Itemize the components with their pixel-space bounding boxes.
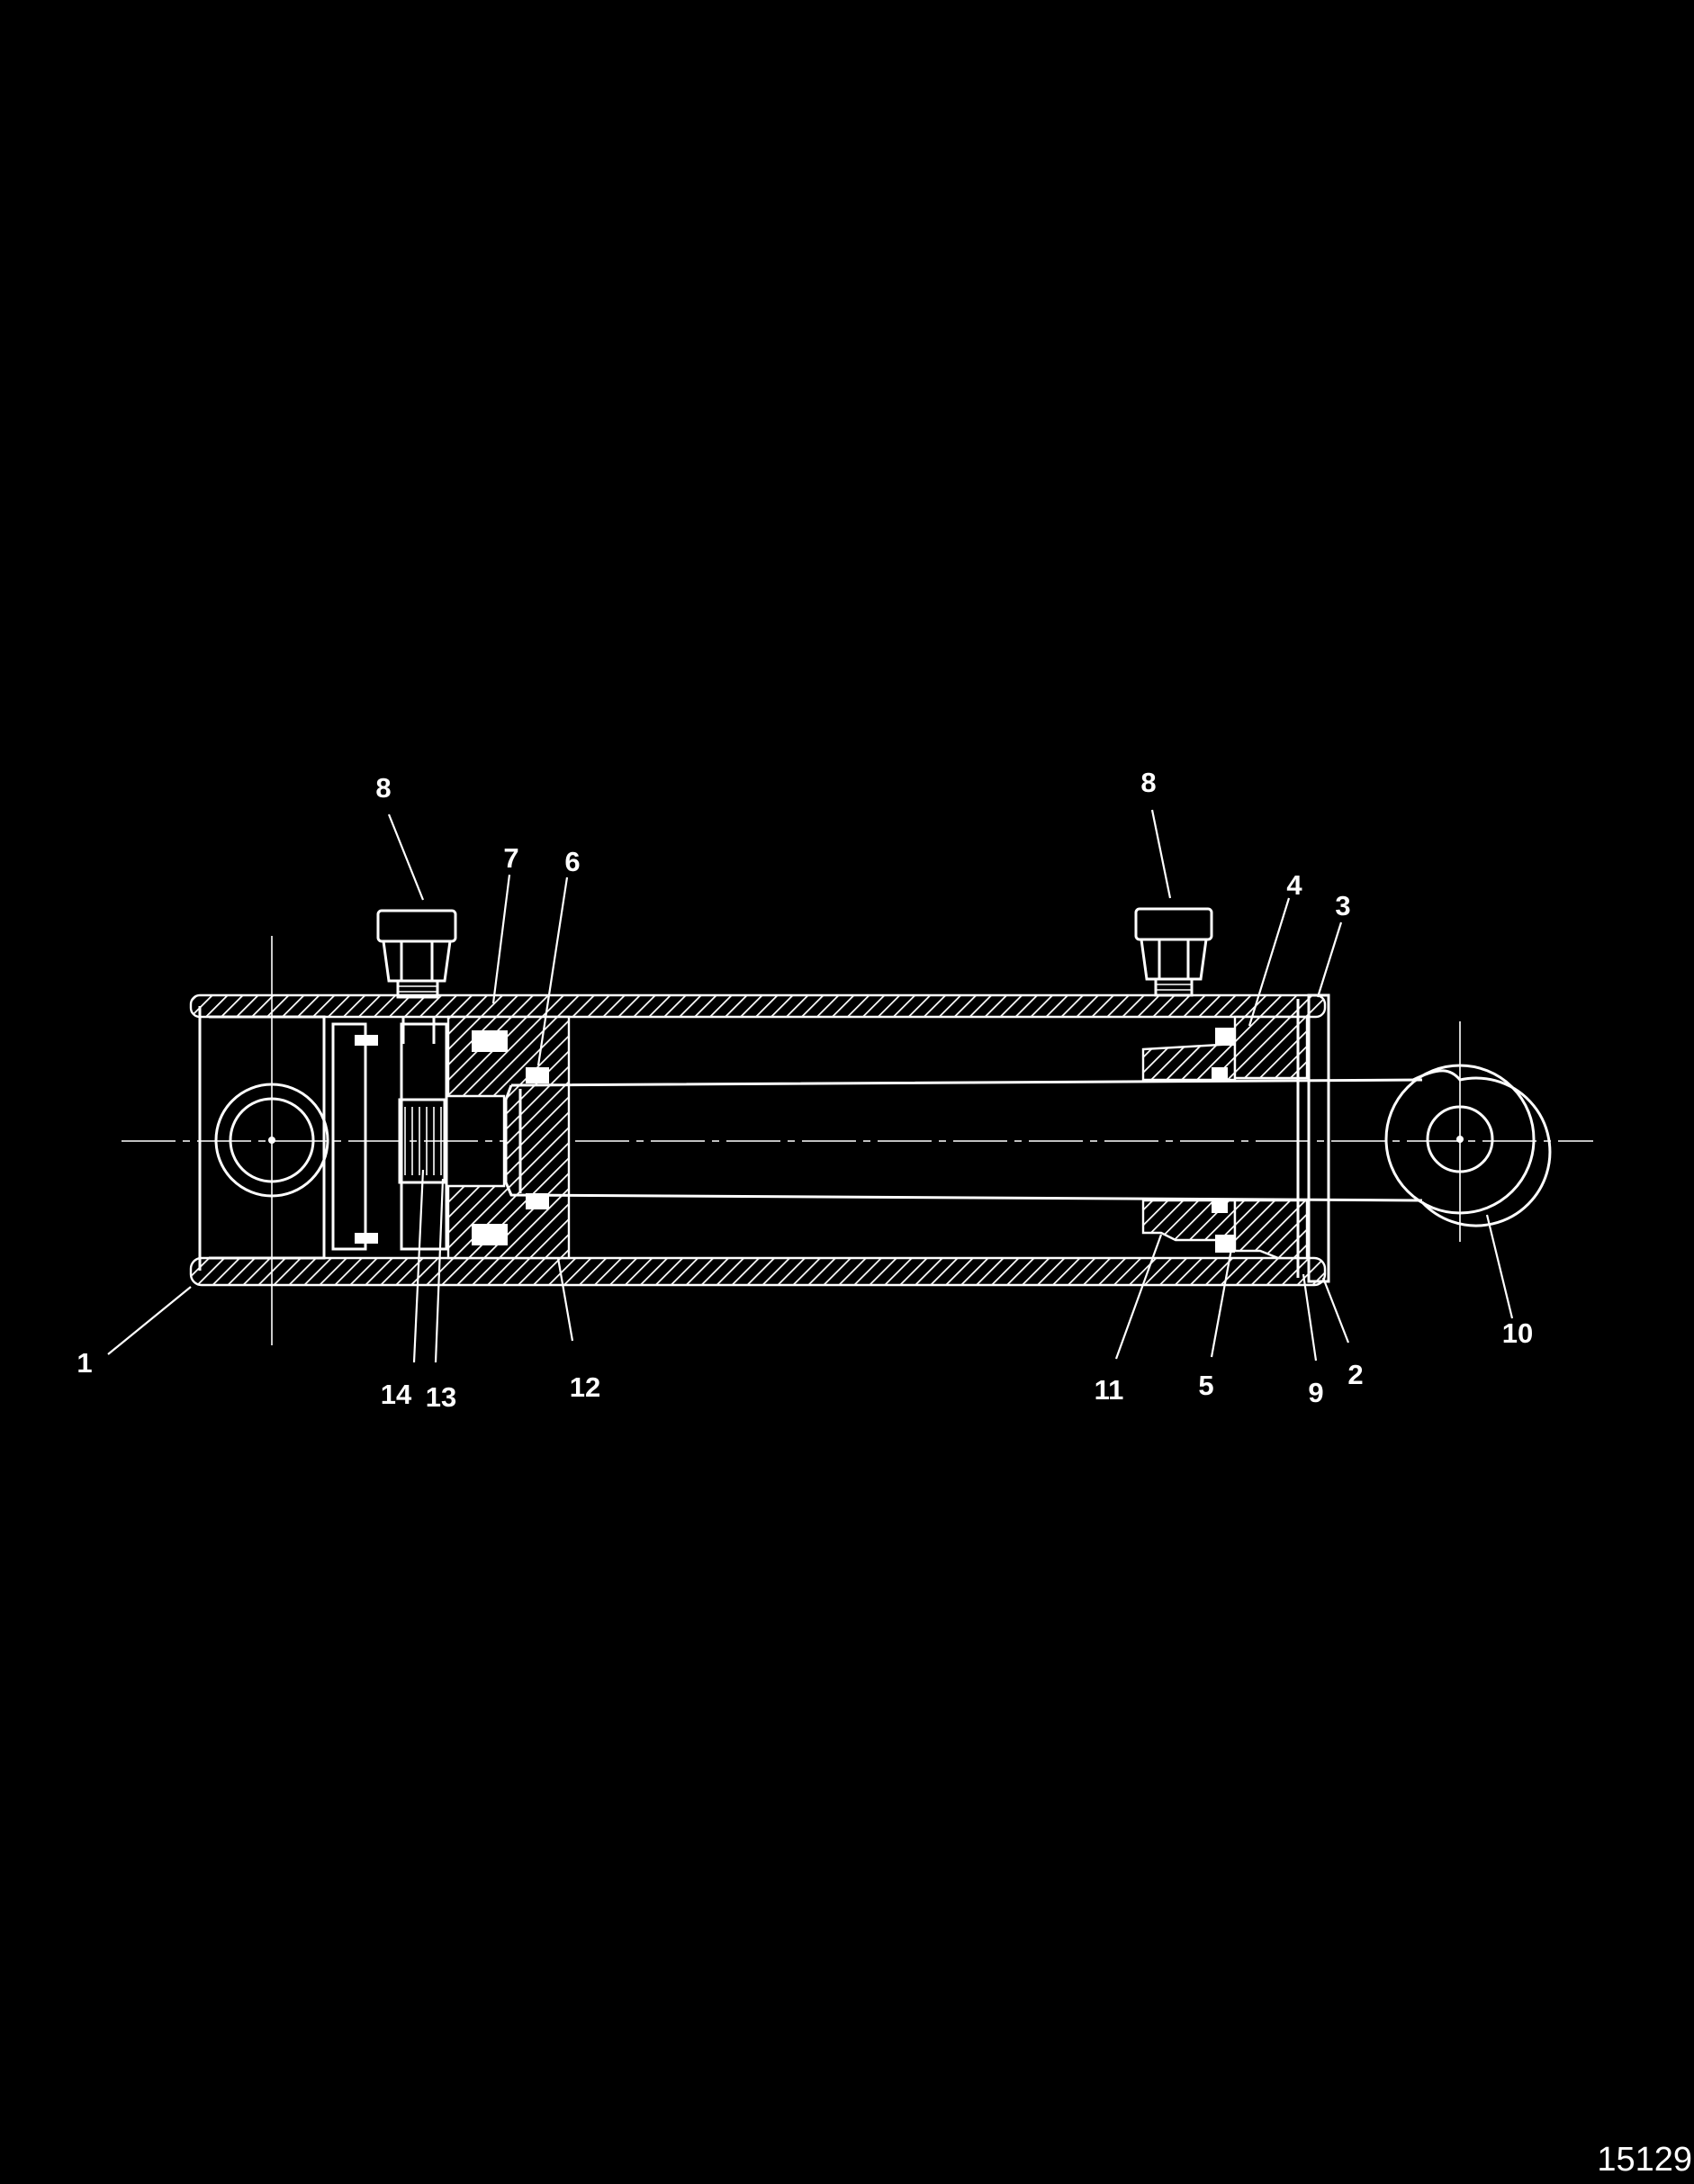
- callout-8-right: 8: [1140, 767, 1156, 798]
- rod-seal-lower: [526, 1193, 549, 1209]
- piston-seal-lower: [472, 1224, 508, 1245]
- callout-3: 3: [1335, 890, 1350, 921]
- callout-14: 14: [381, 1379, 412, 1410]
- rod-end-eye: [1412, 1069, 1552, 1227]
- callout-4: 4: [1286, 869, 1302, 901]
- leader-lines: [107, 809, 1514, 1363]
- rod-eye-center: [1456, 1136, 1464, 1143]
- callout-8-left: 8: [375, 772, 391, 804]
- fitting-left: [376, 909, 457, 1044]
- callout-6: 6: [564, 846, 580, 877]
- callout-12: 12: [570, 1371, 600, 1403]
- mount-eye-outer: [214, 1083, 329, 1198]
- end-cap: [198, 1006, 326, 1271]
- rod-wiper-upper: [1212, 1067, 1228, 1080]
- piston-body: [446, 1015, 571, 1260]
- callout-2: 2: [1347, 1359, 1363, 1390]
- gland-bearing-lower: [1233, 1199, 1309, 1260]
- piston-front-seal-ring: [331, 1022, 367, 1251]
- piston-nut-knurl: [404, 1107, 442, 1175]
- fitting-right: [1134, 907, 1213, 997]
- mount-eye-inner: [229, 1097, 315, 1183]
- mount-eye-center: [268, 1137, 275, 1144]
- piston-seal-upper: [472, 1030, 508, 1052]
- piston-gap: [400, 1022, 448, 1251]
- retaining-ring: [1307, 993, 1330, 1283]
- piston-wear-band: [355, 1035, 378, 1046]
- callout-1: 1: [77, 1347, 92, 1379]
- callout-10: 10: [1502, 1317, 1533, 1349]
- figure-number: 15129: [1597, 2141, 1692, 2179]
- gland-bearing: [1233, 1015, 1309, 1080]
- barrel-bottom-wall: [189, 1256, 1327, 1287]
- callout-13: 13: [426, 1381, 456, 1413]
- callout-7: 7: [503, 842, 518, 874]
- callout-5: 5: [1198, 1370, 1213, 1401]
- barrel-top-wall: [189, 993, 1327, 1019]
- callout-11: 11: [1095, 1374, 1124, 1406]
- gland-o-ring-lower: [1215, 1235, 1235, 1253]
- rod-wiper-lower: [1212, 1200, 1228, 1213]
- piston-rod: [504, 1078, 1423, 1202]
- gland-o-ring-upper: [1215, 1028, 1235, 1046]
- callout-9: 9: [1308, 1377, 1323, 1408]
- rod-seal-upper: [526, 1067, 549, 1083]
- piston-wear-band-lower: [355, 1233, 378, 1244]
